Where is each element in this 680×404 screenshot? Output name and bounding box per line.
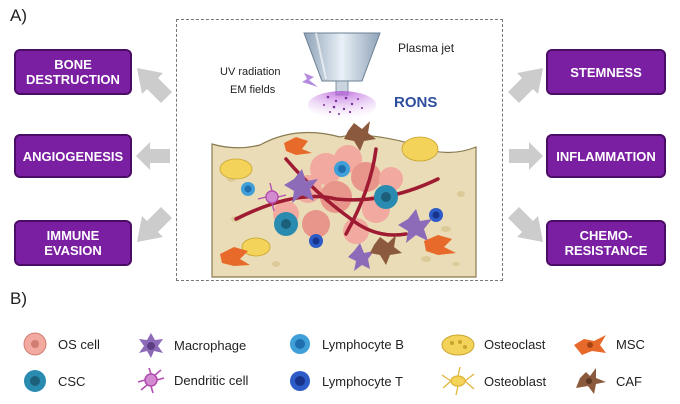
osteoblast-icon — [441, 366, 475, 396]
effect-stemness: STEMNESS — [546, 49, 666, 95]
osteoclasts — [219, 136, 439, 257]
arrow-immune-evasion — [137, 207, 172, 242]
dendritic-cell-icon — [137, 367, 165, 394]
caf-cells — [344, 121, 402, 265]
legend-label: Dendritic cell — [174, 372, 249, 388]
central-illustration-frame — [176, 19, 503, 281]
panel-label-a: A) — [10, 6, 27, 25]
osteoclast-icon — [441, 334, 475, 356]
legend-item-osteoblast: Osteoblast — [440, 366, 546, 396]
msc-cells — [220, 137, 456, 266]
lymphocyte-t-icon — [290, 371, 310, 391]
legend-item-dendritic-cell: Dendritic cell — [136, 366, 248, 394]
legend-label: CAF — [616, 373, 642, 389]
lightning-icon — [302, 73, 318, 87]
arrow-stemness — [508, 68, 543, 103]
os-cell-icon — [23, 332, 47, 356]
legend-label: Macrophage — [174, 337, 247, 353]
effect-angiogenesis: ANGIOGENESIS — [14, 134, 132, 178]
plasma-jet-nozzle-icon — [303, 32, 381, 96]
macrophage-icon — [139, 333, 163, 358]
macrophages — [284, 169, 432, 271]
legend-label: Osteoblast — [484, 373, 547, 389]
msc-icon — [574, 335, 606, 355]
effect-chemoresistance: CHEMO- RESISTANCE — [546, 220, 666, 266]
legend-label: Lymphocyte T — [322, 373, 403, 389]
rons-particles — [323, 95, 363, 115]
caf-icon — [576, 368, 606, 394]
plasma-plume — [308, 91, 376, 119]
legend-item-lymphocyte-b: Lymphocyte B — [286, 331, 404, 357]
effect-bone-destruction: BONE DESTRUCTION — [14, 49, 132, 95]
legend-label: CSC — [58, 373, 86, 389]
legend-item-os-cell: OS cell — [20, 331, 100, 357]
effect-immune-evasion: IMMUNE EVASION — [14, 220, 132, 266]
legend-label: Lymphocyte B — [322, 336, 404, 352]
legend-label: MSC — [616, 336, 645, 352]
panel-label-b: B) — [10, 289, 27, 308]
legend-label: OS cell — [58, 336, 100, 352]
legend-item-osteoclast: Osteoclast — [440, 331, 545, 357]
uv-radiation-label: UV radiation — [220, 66, 281, 78]
csc-icon — [24, 370, 46, 392]
lymphocyte-b-icon — [290, 334, 310, 354]
arrow-angiogenesis — [136, 142, 170, 170]
arrow-inflammation — [509, 142, 543, 170]
csc-cells — [274, 185, 398, 236]
legend-item-csc: CSC — [20, 368, 85, 394]
lymphocytes — [241, 161, 443, 248]
em-fields-label: EM fields — [230, 84, 276, 96]
rons-label: RONS — [394, 94, 437, 111]
tumor-illustration: Plasma jet UV radiation EM fields RONS — [211, 32, 477, 278]
effect-arrows — [136, 68, 543, 242]
effect-inflammation: INFLAMMATION — [546, 134, 666, 178]
plasma-jet-label: Plasma jet — [398, 41, 455, 55]
legend-item-macrophage: Macrophage — [136, 331, 246, 359]
arrow-chemoresistance — [508, 207, 543, 242]
legend-item-lymphocyte-t: Lymphocyte T — [286, 368, 403, 394]
legend-item-msc: MSC — [572, 331, 645, 357]
legend-label: Osteoclast — [484, 336, 546, 352]
legend-item-caf: CAF — [572, 366, 642, 396]
arrow-bone-destruction — [137, 68, 172, 103]
dendritic-cells — [257, 182, 287, 212]
